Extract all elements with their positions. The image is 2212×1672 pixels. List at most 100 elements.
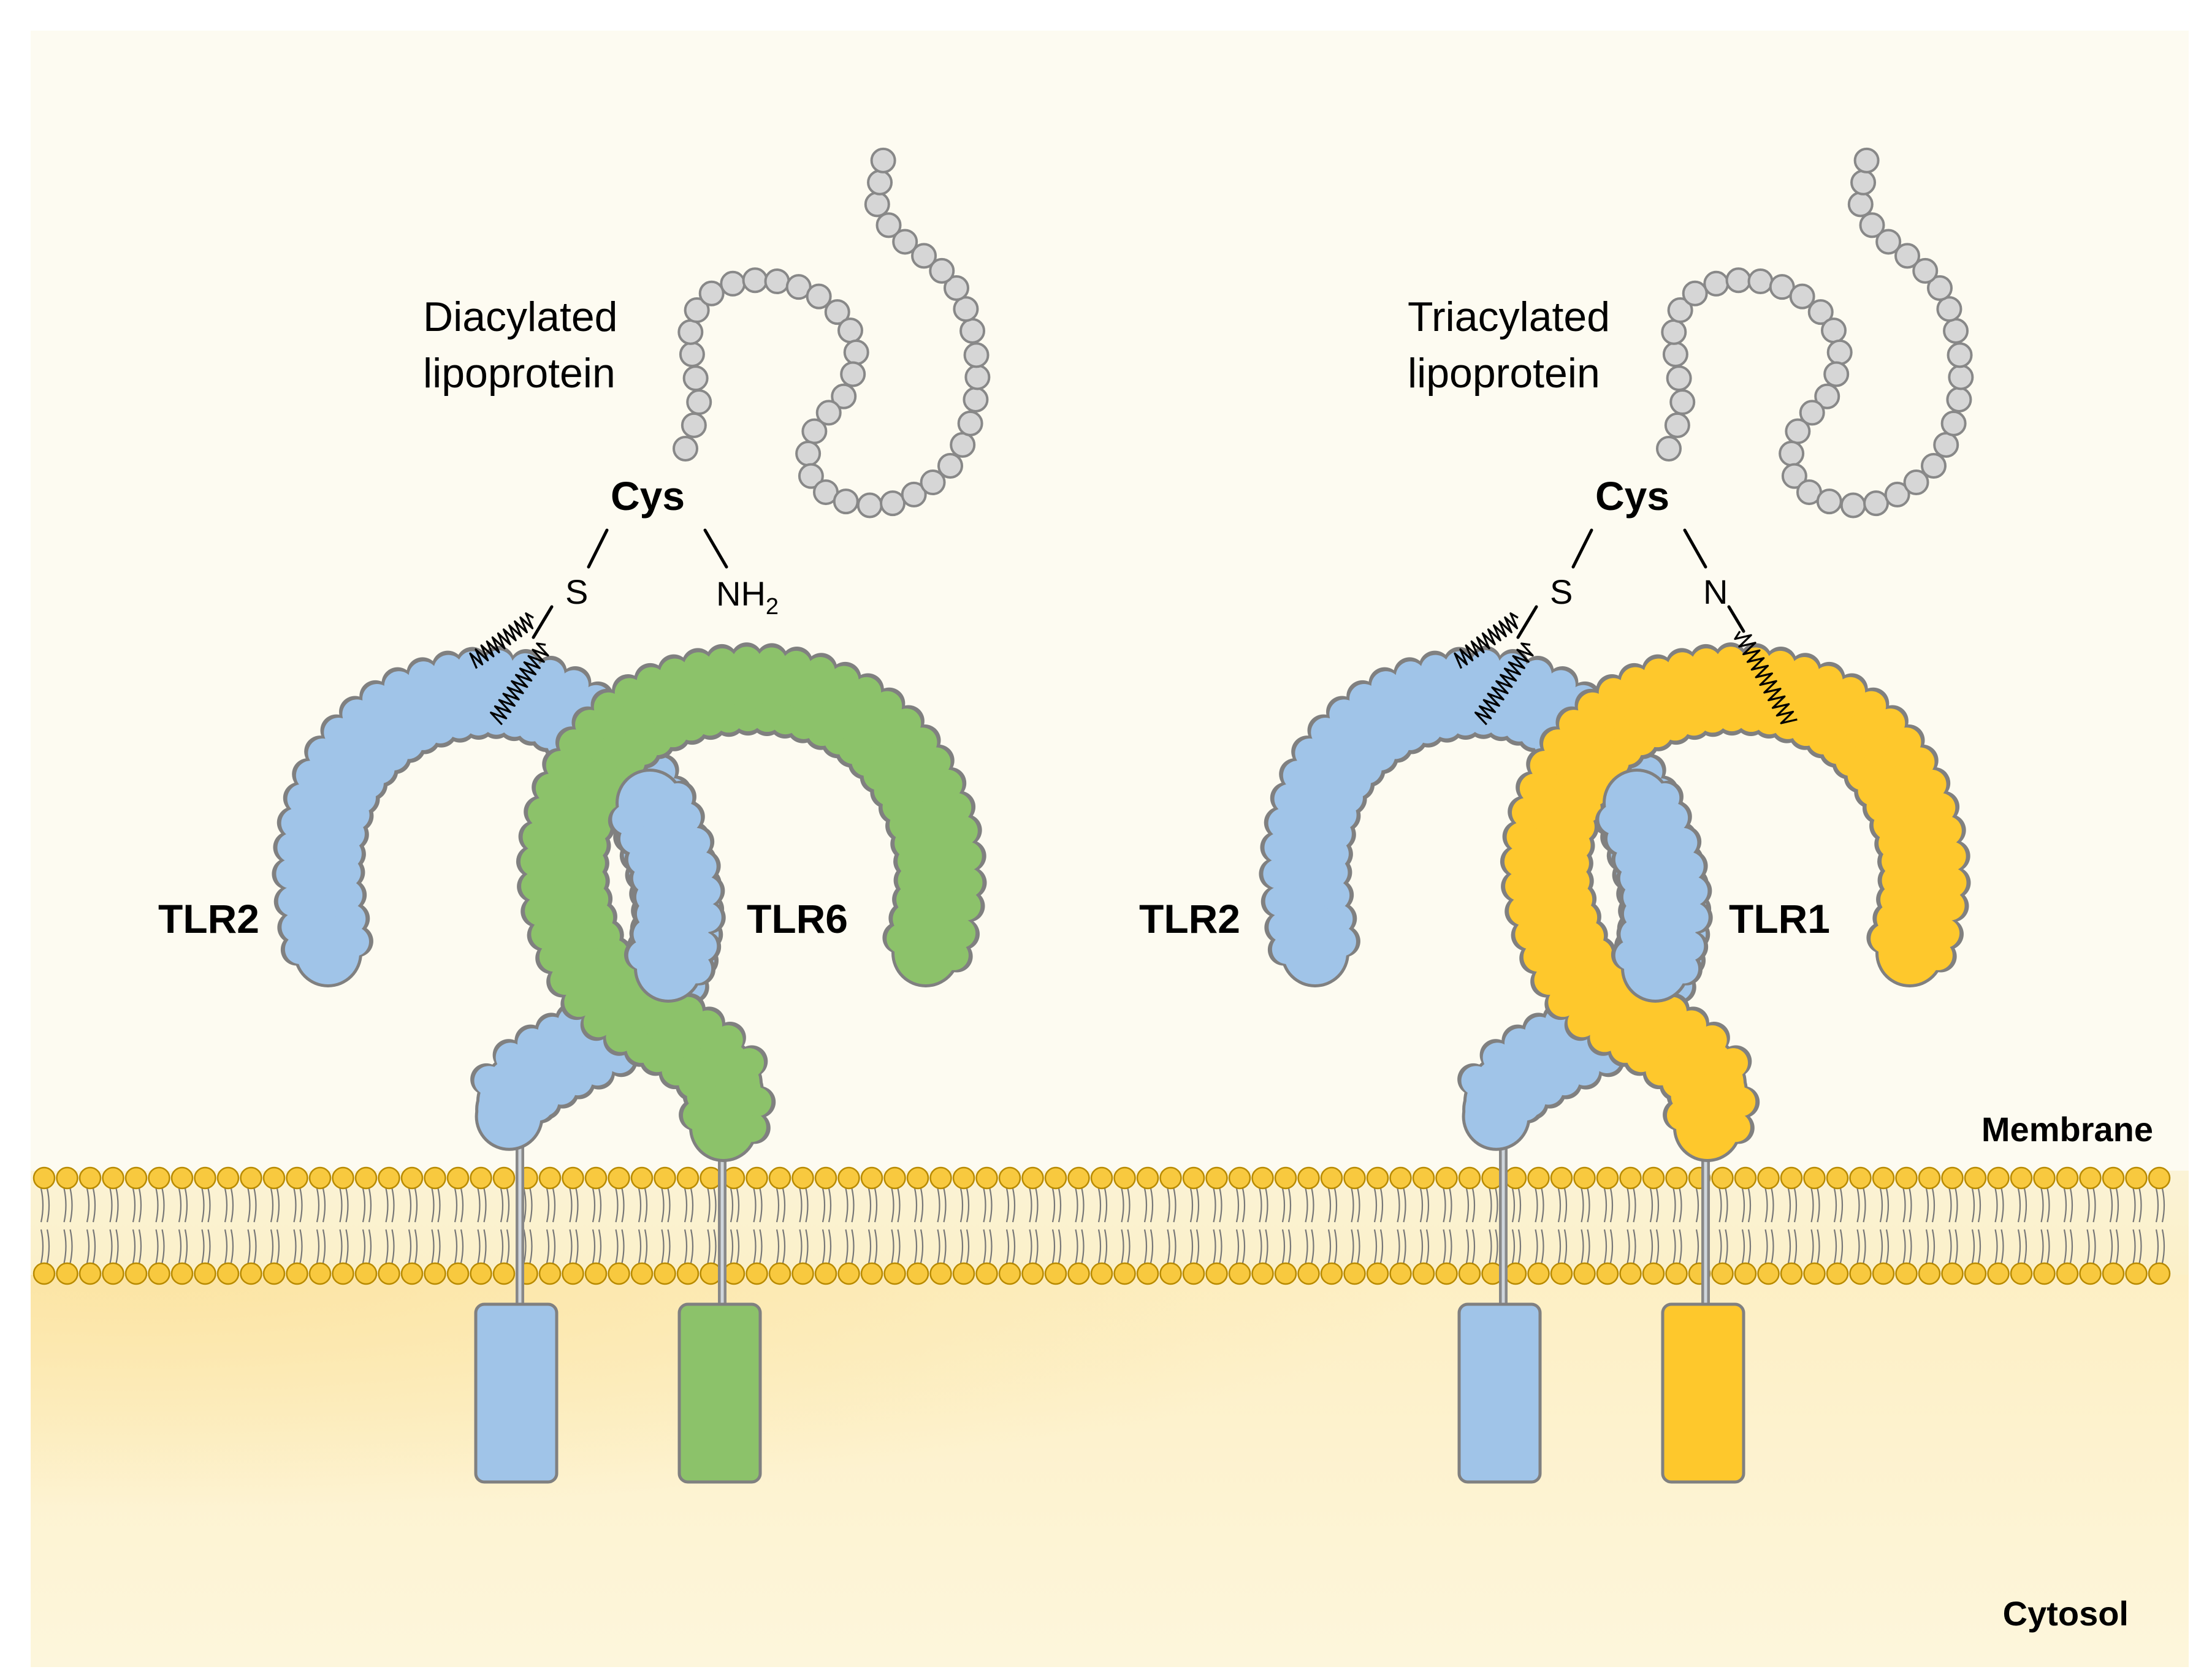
lipid-head <box>722 1166 746 1190</box>
lipid-head <box>1550 1166 1573 1190</box>
amino-acid-bead <box>880 490 906 517</box>
amino-acid-bead <box>1814 383 1840 409</box>
amino-acid-bead <box>1859 212 1885 238</box>
lipid-head <box>1895 1262 1918 1285</box>
amino-acid-bead <box>1807 299 1834 325</box>
lipid-head <box>2125 1262 2148 1285</box>
lipid-head <box>998 1166 1021 1190</box>
lipid-head <box>240 1262 262 1285</box>
lipid-head <box>194 1166 216 1190</box>
amino-acid-bead <box>720 270 746 297</box>
amino-acid-bead <box>1850 169 1877 196</box>
lipid-head <box>1182 1262 1205 1285</box>
lipid-head <box>1205 1262 1228 1285</box>
amino-acid-bead <box>1779 441 1805 467</box>
lipid-head <box>1412 1262 1435 1285</box>
sulfur-label-left: S <box>565 572 588 611</box>
amino-acid-bead <box>911 243 937 269</box>
amino-acid-bead <box>944 275 969 301</box>
cys-n-bond-left <box>703 528 728 569</box>
lipid-head <box>2079 1262 2102 1285</box>
lipid-head <box>470 1166 492 1190</box>
amino-acid-bead <box>1943 317 1969 344</box>
lipid-head <box>400 1166 424 1190</box>
amino-acid-bead <box>764 268 790 295</box>
amino-acid-bead <box>673 436 698 462</box>
lipid-head <box>378 1166 400 1190</box>
ligand-label-line1-right: Triacylated <box>1408 294 1610 340</box>
amino-acid-bead <box>682 365 709 392</box>
amino-acid-bead <box>698 280 725 306</box>
amino-acid-bead <box>1948 364 1974 390</box>
lipid-head <box>1136 1262 1159 1285</box>
amino-acid-bead <box>815 400 842 426</box>
lipid-head <box>170 1166 194 1190</box>
amino-acid-bead <box>1725 267 1752 294</box>
lipid-head <box>1113 1262 1136 1285</box>
amino-acid-bead <box>959 317 986 344</box>
lipid-head <box>1573 1166 1596 1190</box>
amino-acid-bead <box>831 383 857 409</box>
acyl-chain-right-2 <box>1474 642 1534 726</box>
lipid-head <box>1734 1166 1757 1190</box>
tlr1-tir-domain <box>1661 1302 1745 1484</box>
cys-s-bond-left <box>587 528 609 569</box>
lipid-head <box>1941 1166 1964 1190</box>
lipid-head <box>906 1262 929 1285</box>
sulfur-label-right: S <box>1550 572 1573 611</box>
amino-acid-bead <box>1912 257 1939 284</box>
lipid-head <box>354 1262 378 1285</box>
lipid-head <box>1205 1166 1228 1190</box>
lipid-head <box>608 1262 630 1285</box>
amino-acid-bead <box>937 453 963 479</box>
lipid-head <box>1389 1262 1412 1285</box>
lipid-head <box>1964 1166 1987 1190</box>
lipid-head <box>538 1262 562 1285</box>
lipid-head <box>378 1262 400 1285</box>
amino-acid-bead <box>901 481 927 507</box>
lipid-head <box>1619 1166 1642 1190</box>
lipid-head <box>1366 1262 1389 1285</box>
lipid-head <box>1895 1166 1918 1190</box>
amino-acid-bead <box>963 386 989 412</box>
lipid-head <box>1297 1262 1320 1285</box>
lipid-head <box>2125 1166 2148 1190</box>
amino-acid-bead <box>929 257 955 284</box>
lipid-head <box>424 1166 446 1190</box>
amino-acid-bead <box>1921 453 1947 479</box>
amino-acid-bead <box>1894 243 1921 269</box>
ligand-label-line1-left: Diacylated <box>423 294 618 340</box>
lipid-head <box>1550 1262 1573 1285</box>
tlr6-tir-domain <box>677 1302 762 1484</box>
lipid-head <box>1665 1262 1688 1285</box>
lipid-head <box>240 1166 262 1190</box>
lipid-head <box>194 1262 216 1285</box>
right-complex: Triacylated lipoprotein Cys S N TLR2 TLR… <box>1139 147 1974 1484</box>
amino-acid-bead <box>1927 275 1953 301</box>
tlr2-right-tir-domain <box>1457 1302 1542 1484</box>
amino-acid-bead <box>957 410 983 436</box>
amino-acid-bead <box>798 463 824 489</box>
lipid-head <box>2010 1166 2033 1190</box>
amino-acid-bead <box>1933 431 1959 458</box>
amino-acid-bead <box>870 147 896 173</box>
lipid-head <box>1527 1262 1550 1285</box>
lipid-head <box>676 1166 700 1190</box>
tlr2-right-crossing-segment-shape <box>1595 769 1713 1003</box>
lipid-head <box>929 1166 952 1190</box>
cys-label-right: Cys <box>1595 473 1669 519</box>
lipid-head <box>424 1262 446 1285</box>
lipid-head <box>56 1166 78 1190</box>
amino-acid-bead <box>1747 268 1774 295</box>
lipid-head <box>1734 1262 1757 1285</box>
lipid-head <box>32 1262 56 1285</box>
tlr1-label: TLR1 <box>1729 896 1830 941</box>
lipid-head <box>929 1262 952 1285</box>
lipid-head <box>56 1262 78 1285</box>
lipid-head <box>400 1262 424 1285</box>
tlr6-ectodomain-shape <box>516 642 987 1162</box>
lipid-head <box>791 1166 814 1190</box>
s-acyl-bond-left <box>532 605 554 639</box>
lipid-head <box>1343 1166 1366 1190</box>
tlr1-ectodomain-shape <box>1500 642 1971 1162</box>
